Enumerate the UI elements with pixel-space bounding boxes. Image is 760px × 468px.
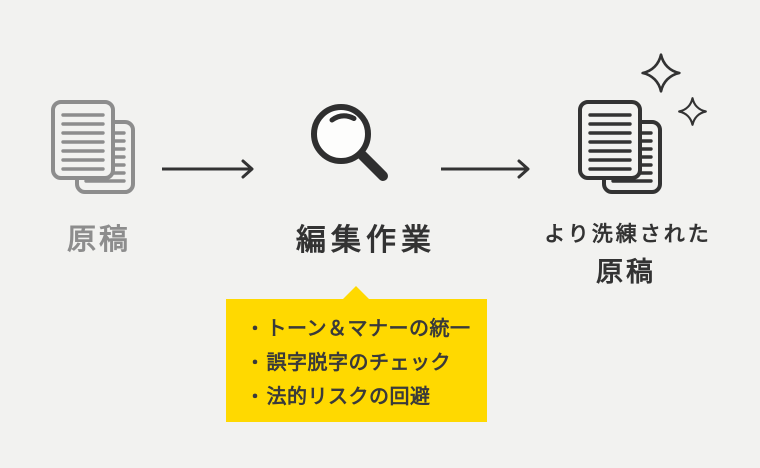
bullet-icon: ・ (246, 387, 265, 408)
step-label-refined-line2: 原稿 (596, 257, 656, 288)
callout-item: ・ 法的リスクの回避 (246, 380, 477, 414)
step-label-refined-line1: より洗練された (544, 222, 712, 246)
sparkle-icon (641, 53, 681, 93)
editing-tasks-callout: ・ トーン＆マナーの統一 ・ 誤字脱字のチェック ・ 法的リスクの回避 (226, 299, 487, 422)
arrow-right-icon (161, 157, 257, 181)
callout-item: ・ トーン＆マナーの統一 (246, 312, 477, 346)
callout-item-text: 法的リスクの回避 (266, 384, 431, 408)
arrow-right-icon (441, 157, 533, 181)
bullet-icon: ・ (246, 319, 265, 340)
bullet-icon: ・ (246, 353, 265, 374)
documents-icon (50, 99, 138, 197)
step-label-editing: 編集作業 (296, 223, 436, 258)
magnifier-icon (306, 101, 394, 189)
callout-item-text: トーン＆マナーの統一 (266, 316, 471, 340)
callout-pointer (343, 286, 369, 299)
step-label-manuscript: 原稿 (66, 222, 131, 256)
sparkling-documents-icon (577, 99, 665, 197)
callout-item: ・ 誤字脱字のチェック (246, 346, 477, 380)
callout-item-text: 誤字脱字のチェック (266, 350, 451, 374)
sparkle-icon (678, 97, 707, 126)
